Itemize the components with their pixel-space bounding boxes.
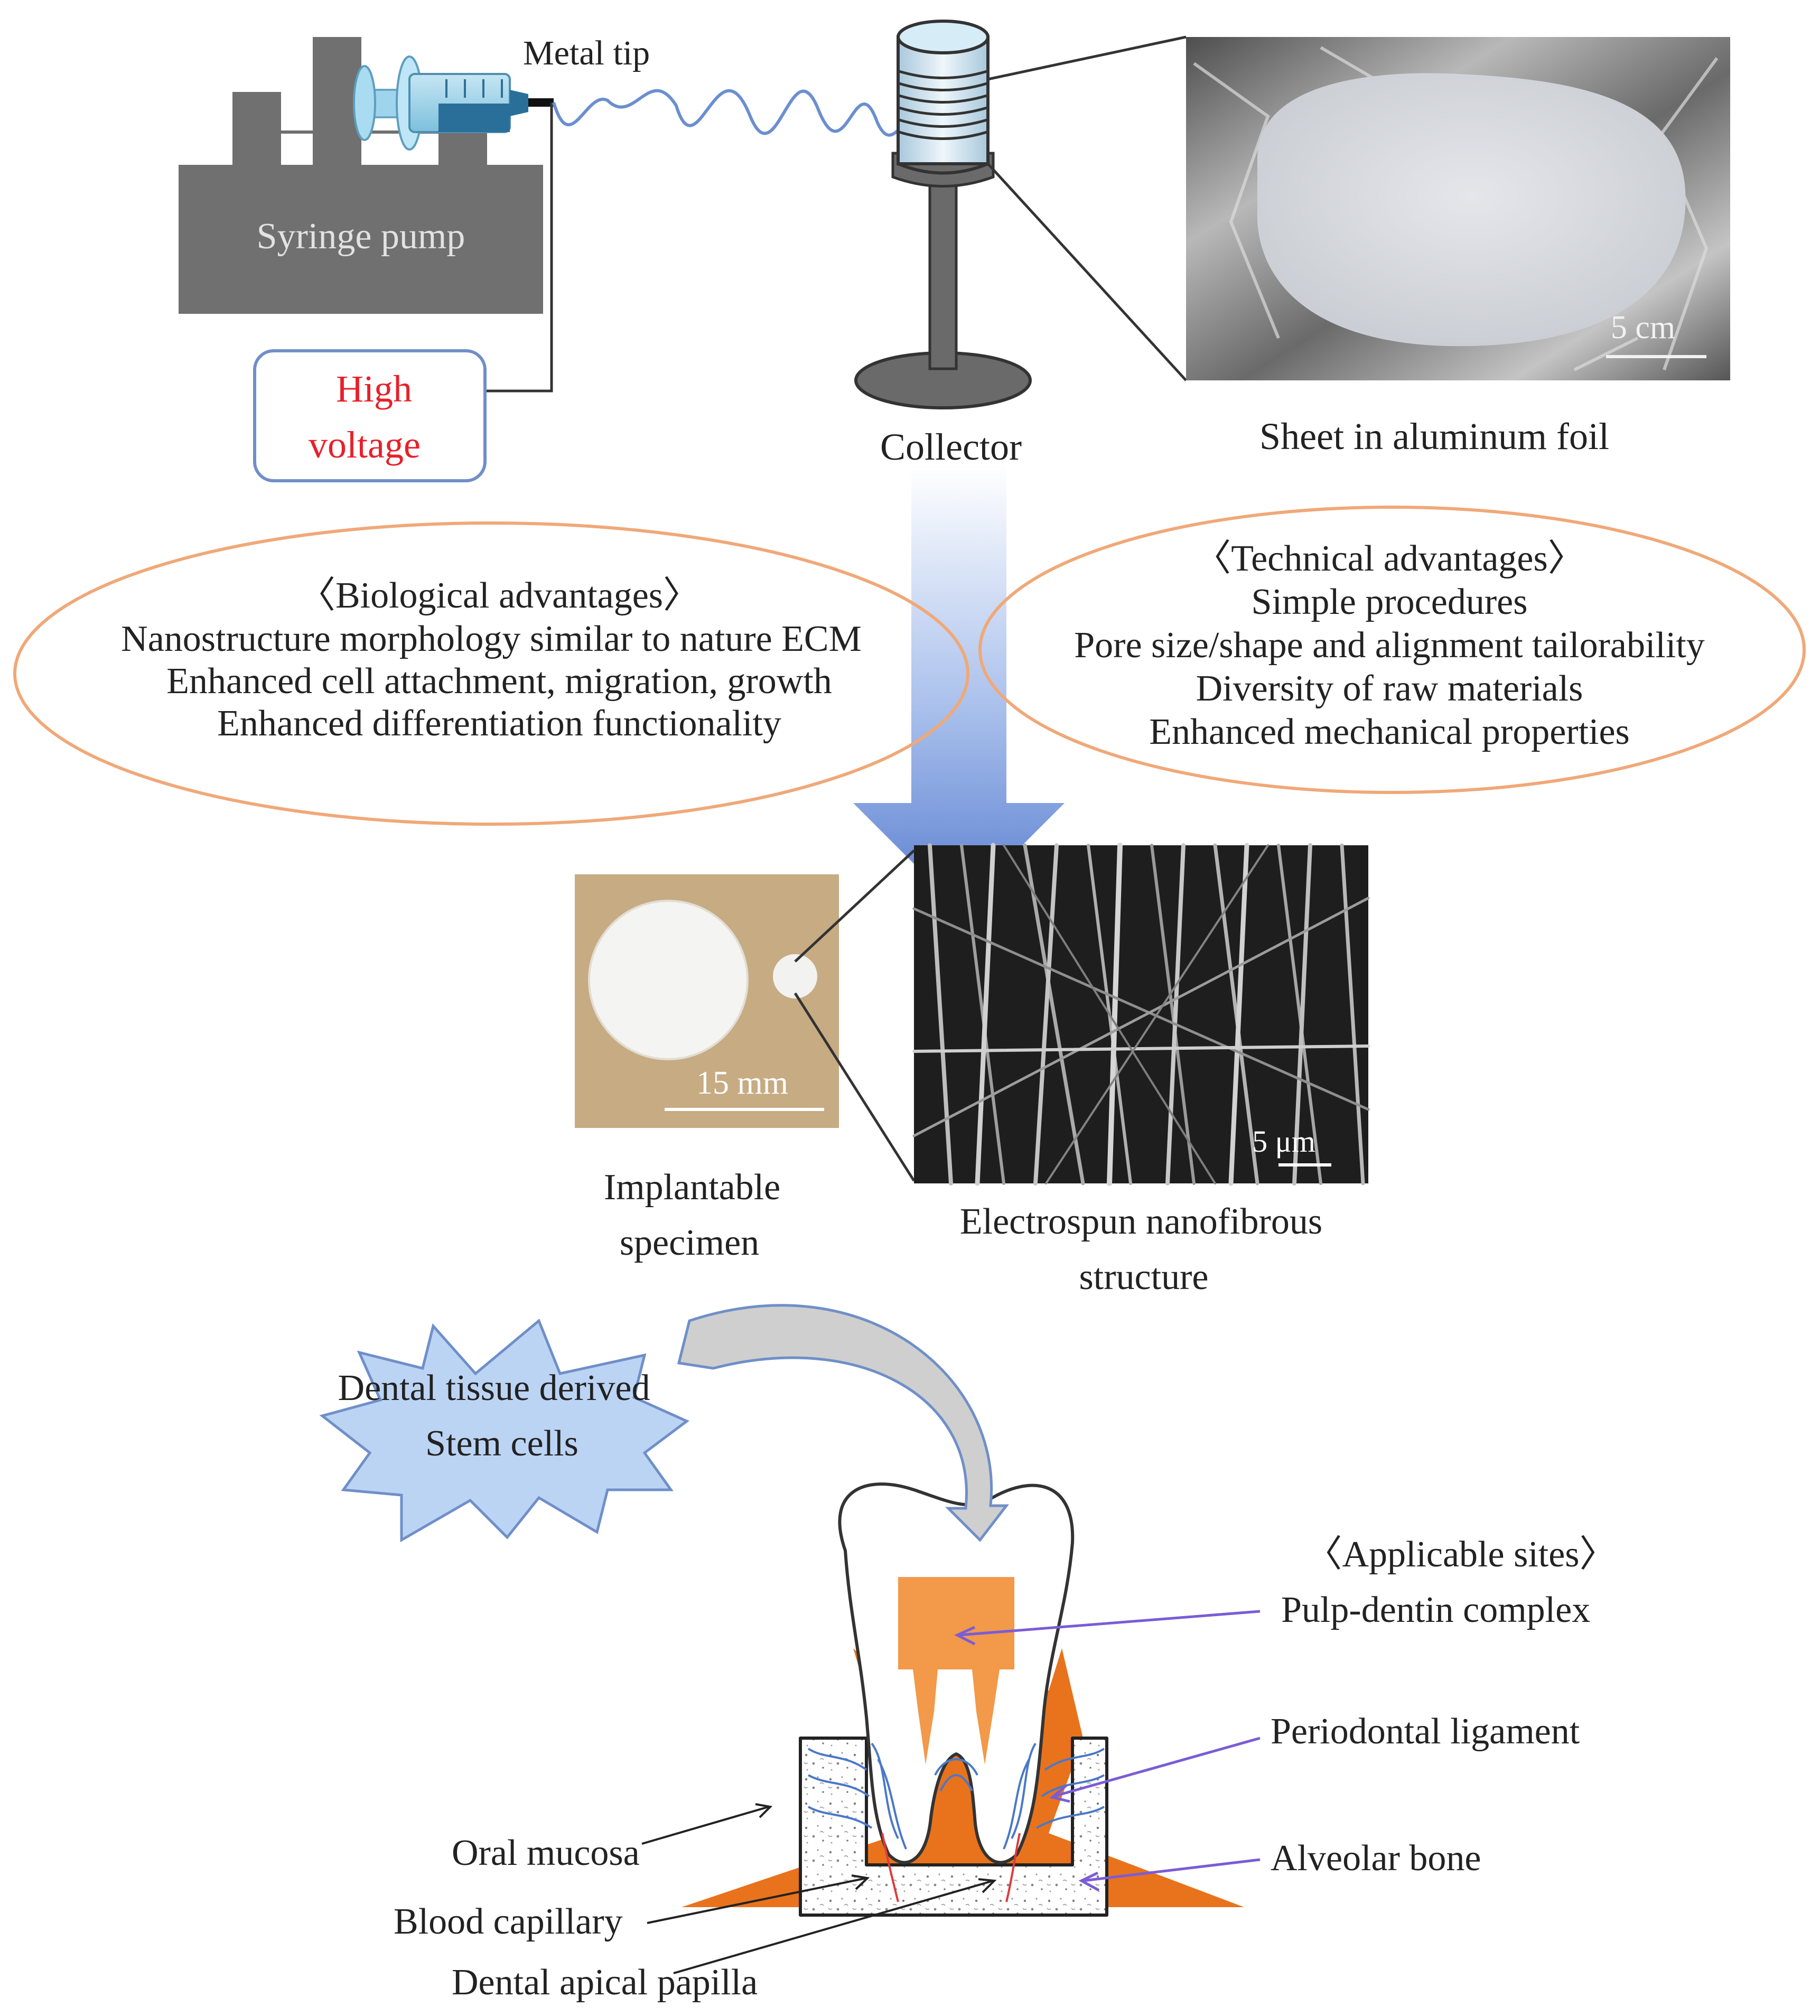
process-arrow [853, 465, 1065, 909]
technical-advantage-item: Simple procedures [1252, 582, 1528, 622]
alveolar-bone [799, 1737, 1108, 1917]
zoom-line-specimen-bottom [794, 992, 916, 1182]
left-pointers [641, 1803, 997, 1974]
zoom-line-top [987, 35, 1187, 81]
collector-label: Collector [880, 426, 1022, 468]
biological-advantage-item: Enhanced cell attachment, migration, gro… [166, 661, 832, 702]
syringe-fluid [438, 104, 510, 132]
specimen-disc-small [773, 954, 817, 998]
pointer-oral-mucosa [641, 1806, 769, 1845]
specimen-disc-large [588, 900, 749, 1060]
applicable-sites-title: 〈Applicable sites〉 [1305, 1534, 1616, 1575]
blood-capillaries [881, 1833, 1021, 1902]
dental-pulp [898, 1577, 1014, 1765]
syringe-pump-label: Syringe pump [257, 216, 465, 257]
stem-cell-label-line2: Stem cells [425, 1423, 578, 1464]
periodontal-ligament-label: Periodontal ligament [1271, 1711, 1580, 1752]
pointer-periodontal-head [1049, 1785, 1070, 1803]
metal-tip [528, 98, 554, 107]
collector-drum-top [897, 20, 990, 54]
pointer-pulp-dentin [958, 1610, 1261, 1637]
metal-tip-label: Metal tip [523, 34, 650, 72]
periodontal-ligament-fibers [807, 1742, 1105, 1850]
collector-drum [897, 35, 990, 165]
biological-advantages-title: 〈Biological advantages〉 [298, 575, 700, 616]
technical-advantage-item: Diversity of raw materials [1196, 668, 1583, 709]
electrospun-label-line2: structure [1079, 1257, 1209, 1298]
pointer-periodontal [1053, 1737, 1261, 1798]
high-voltage-label-line1: High [336, 368, 412, 410]
dental-apical-papilla-label: Dental apical papilla [452, 1962, 758, 2003]
electrospinning-jet [552, 89, 927, 137]
nanofiber-sheet [1257, 73, 1686, 347]
high-voltage-box [253, 349, 487, 482]
pointer-alveolar [1082, 1858, 1261, 1882]
zoom-line-specimen-top [794, 850, 915, 963]
pointer-pulp-dentin-head [954, 1626, 976, 1646]
site-pointers [954, 1610, 1261, 1892]
sem-fibers [912, 843, 1370, 1186]
transfer-curved-arrow [677, 1304, 1010, 1542]
pointer-blood-capillary [647, 1877, 867, 1924]
pointer-blood-capillary-head [851, 1874, 870, 1890]
zoom-line-bottom [987, 163, 1187, 381]
biological-advantage-item: Nanostructure morphology similar to natu… [121, 619, 862, 659]
implantable-specimen-photo: 15 mm [575, 874, 839, 1128]
technical-advantage-item: Enhanced mechanical properties [1149, 712, 1630, 752]
pointer-oral-mucosa-head [755, 1803, 773, 1818]
sem-nanofiber-image: 5 μm [912, 843, 1370, 1186]
sheet-caption: Sheet in aluminum foil [1259, 415, 1609, 458]
stem-cell-starburst [319, 1318, 689, 1543]
pointer-alveolar-head [1078, 1871, 1100, 1892]
technical-advantages-ellipse [978, 506, 1806, 794]
pointer-apical-papilla [673, 1880, 994, 1974]
collector-stand [928, 173, 958, 370]
technical-advantages-title: 〈Technical advantages〉 [1194, 538, 1585, 579]
syringe-pump-body [179, 165, 543, 314]
implantable-specimen-label-line2: specimen [620, 1222, 759, 1263]
alveolar-bone-label: Alveolar bone [1271, 1838, 1481, 1879]
pump-post-left [232, 92, 281, 165]
pulp-dentin-label: Pulp-dentin complex [1281, 1590, 1590, 1630]
biological-advantage-item: Enhanced differentiation functionality [217, 703, 781, 744]
high-voltage-wire [485, 102, 553, 393]
syringe-plunger-head [353, 65, 376, 141]
oral-mucosa-label: Oral mucosa [452, 1833, 640, 1873]
technical-advantage-item: Pore size/shape and alignment tailorabil… [1074, 625, 1705, 666]
syringe [353, 55, 554, 151]
syringe-graduations [445, 79, 503, 98]
collector [854, 20, 1032, 409]
collector-fiber-windings [899, 70, 987, 140]
collector-drum-bottom [897, 162, 989, 175]
stem-cell-label-line1: Dental tissue derived [338, 1368, 650, 1408]
electrospun-label-line1: Electrospun nanofibrous [960, 1201, 1322, 1242]
pointer-apical-papilla-head [978, 1878, 997, 1893]
implantable-specimen-label-line1: Implantable [604, 1167, 780, 1208]
syringe-nozzle [510, 90, 528, 116]
biological-advantages-ellipse [13, 521, 969, 826]
sheet-photo: 5 cm [1186, 37, 1730, 380]
high-voltage-label-line2: voltage [309, 424, 421, 466]
scale-label-5um: 5 μm [1252, 1124, 1315, 1159]
blood-capillary-label: Blood capillary [394, 1901, 623, 1942]
scale-label-15mm: 15 mm [696, 1065, 788, 1101]
scale-label-5cm: 5 cm [1611, 310, 1675, 346]
